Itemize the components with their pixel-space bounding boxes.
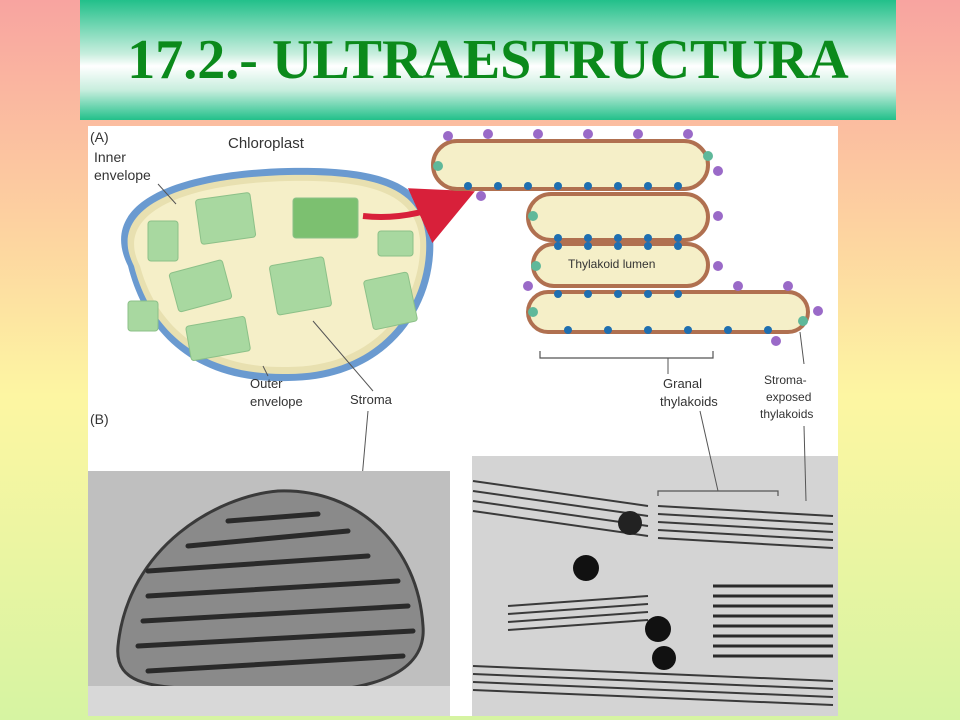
stroma-label: Stroma <box>350 392 393 407</box>
figure-svg: (A) (B) <box>88 129 838 716</box>
granal-bracket <box>539 351 714 359</box>
thylakoid-4 <box>526 290 810 334</box>
panel-a-label: (A) <box>90 129 109 145</box>
chloroplast-figure: (A) (B) <box>88 126 838 716</box>
inner-envelope-leader <box>157 183 177 205</box>
slide-title: 17.2.- ULTRAESTRUCTURA <box>127 29 849 91</box>
stroma-exposed-label-line1: Stroma- <box>764 373 807 387</box>
inner-envelope-label-line1: Inner <box>94 149 126 165</box>
chloroplast-diagram <box>121 167 475 382</box>
granal-label-line2: thylakoids <box>660 394 718 409</box>
outer-envelope-label-line1: Outer <box>250 376 283 391</box>
stroma-exposed-label-line3: thylakoids <box>760 407 813 421</box>
thylakoid-2 <box>526 192 710 242</box>
granal-label-line1: Granal <box>663 376 702 391</box>
grana-stacks <box>127 192 418 361</box>
chloroplast-label: Chloroplast <box>228 135 305 152</box>
outer-envelope-label-line2: envelope <box>250 394 303 409</box>
inner-envelope-label-line2: envelope <box>94 167 151 183</box>
thylakoid-1 <box>431 139 710 191</box>
outer-envelope-leader <box>262 365 269 377</box>
stroma-exposed-label-line2: exposed <box>766 390 811 404</box>
micrograph-chloroplast <box>88 471 450 716</box>
zoom-arrow <box>362 188 475 244</box>
title-banner: 17.2.- ULTRAESTRUCTURA <box>80 0 896 120</box>
membrane-proteins <box>433 129 823 346</box>
micrograph-thylakoids <box>472 410 838 716</box>
thylakoid-lumen-label: Thylakoid lumen <box>568 257 655 271</box>
stroma-leader-top <box>312 320 374 392</box>
thylakoid-diagram: Thylakoid lumen <box>431 129 823 374</box>
panel-b-label: (B) <box>90 411 109 427</box>
stroma-exposed-leader <box>799 331 805 365</box>
